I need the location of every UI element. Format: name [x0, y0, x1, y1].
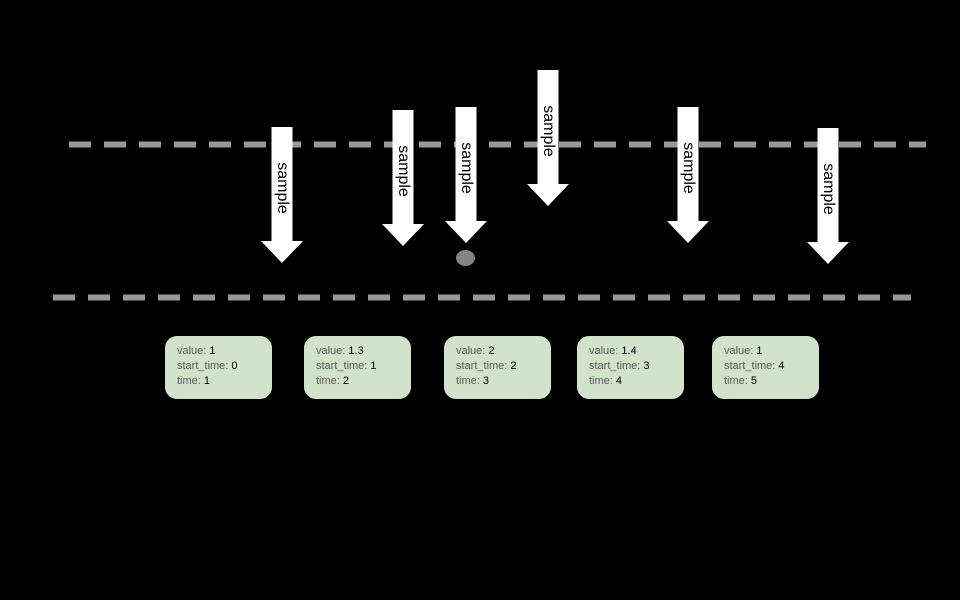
sample-arrow-2: sample — [382, 110, 424, 246]
field-value: 3 — [482, 375, 490, 387]
field-label: value: — [724, 345, 754, 357]
card-field-time: time: 2 — [316, 374, 405, 389]
field-label: time: — [177, 375, 201, 387]
sample-arrow-4: sample — [527, 70, 569, 206]
field-label: start_time: — [456, 360, 508, 372]
sample-card-3: value: 2 start_time: 2 time: 3 — [444, 336, 551, 399]
card-field-start-time: start_time: 2 — [456, 359, 545, 374]
field-value: 2 — [488, 345, 495, 357]
card-field-value: value: 2 — [456, 344, 545, 359]
field-value: 5 — [750, 375, 758, 387]
field-value: 1 — [370, 360, 377, 372]
card-field-time: time: 5 — [724, 374, 813, 389]
field-value: 3 — [643, 360, 650, 372]
sample-arrow-5: sample — [667, 107, 709, 243]
down-arrow-icon — [807, 128, 849, 264]
card-field-start-time: start_time: 1 — [316, 359, 405, 374]
card-field-time: time: 3 — [456, 374, 545, 389]
down-arrow-icon — [667, 107, 709, 243]
sample-arrow-6: sample — [807, 128, 849, 264]
down-arrow-icon — [261, 127, 303, 263]
sample-point-dot — [456, 250, 475, 266]
sample-card-5: value: 1 start_time: 4 time: 5 — [712, 336, 819, 399]
down-arrow-icon — [527, 70, 569, 206]
field-value: 0 — [231, 360, 238, 372]
sample-card-2: value: 1.3 start_time: 1 time: 2 — [304, 336, 411, 399]
field-value: 1 — [756, 345, 763, 357]
card-field-start-time: start_time: 4 — [724, 359, 813, 374]
sample-arrow-label: sample — [540, 105, 557, 157]
field-label: time: — [589, 375, 613, 387]
field-label: time: — [456, 375, 480, 387]
sample-arrow-label: sample — [274, 162, 291, 214]
down-arrow-icon — [445, 107, 487, 243]
sample-arrow-label: sample — [458, 142, 475, 194]
card-field-value: value: 1.4 — [589, 344, 678, 359]
field-label: value: — [177, 345, 207, 357]
card-field-time: time: 4 — [589, 374, 678, 389]
field-value: 1 — [209, 345, 216, 357]
field-label: value: — [456, 345, 486, 357]
card-field-value: value: 1 — [724, 344, 813, 359]
card-field-start-time: start_time: 3 — [589, 359, 678, 374]
card-field-value: value: 1 — [177, 344, 266, 359]
card-field-start-time: start_time: 0 — [177, 359, 266, 374]
card-field-time: time: 1 — [177, 374, 266, 389]
field-label: start_time: — [724, 360, 776, 372]
field-value: 2 — [342, 375, 350, 387]
field-label: start_time: — [589, 360, 641, 372]
field-label: value: — [589, 345, 619, 357]
card-field-value: value: 1.3 — [316, 344, 405, 359]
field-value: 2 — [510, 360, 517, 372]
sample-arrow-3: sample — [445, 107, 487, 243]
field-value: 4 — [615, 375, 623, 387]
down-arrow-icon — [382, 110, 424, 246]
field-value: 1.3 — [348, 345, 364, 357]
sample-arrow-1: sample — [261, 127, 303, 263]
field-value: 4 — [778, 360, 785, 372]
sample-card-4: value: 1.4 start_time: 3 time: 4 — [577, 336, 684, 399]
sample-card-1: value: 1 start_time: 0 time: 1 — [165, 336, 272, 399]
field-label: start_time: — [316, 360, 368, 372]
field-label: time: — [316, 375, 340, 387]
field-label: time: — [724, 375, 748, 387]
field-label: start_time: — [177, 360, 229, 372]
field-value: 1.4 — [621, 345, 637, 357]
sample-arrow-label: sample — [395, 145, 412, 197]
field-label: value: — [316, 345, 346, 357]
sample-arrow-label: sample — [680, 142, 697, 194]
field-value: 1 — [203, 375, 211, 387]
sample-arrow-label: sample — [820, 163, 837, 215]
